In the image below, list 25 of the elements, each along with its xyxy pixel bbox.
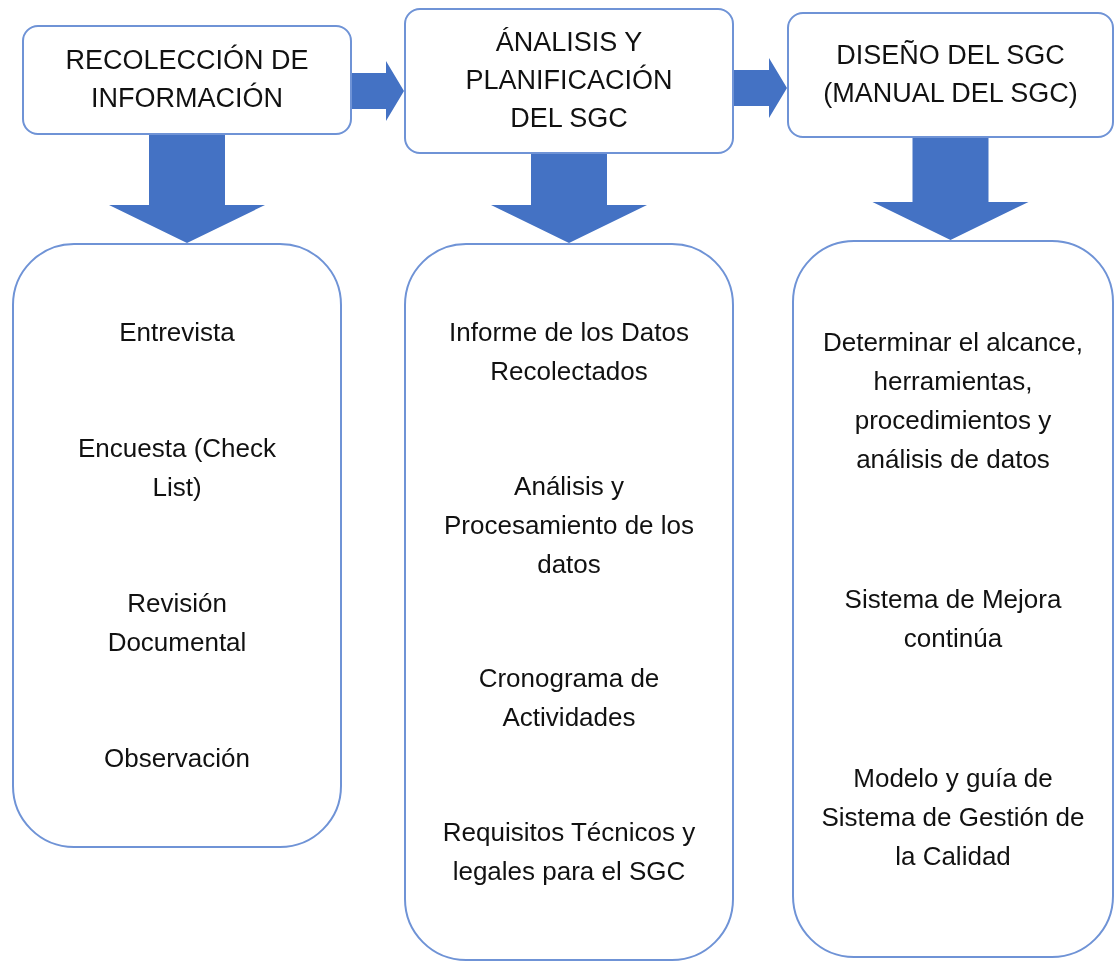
activity-panel [404,243,734,961]
block-arrow [734,58,787,118]
activity-text: Informe de los Datos Recolectados [448,315,690,388]
activity-text: Observación [104,741,250,775]
activity-text: Sistema de Mejora continúa [843,582,1063,655]
activity-text: Análisis y Procesamiento de los datos [443,469,695,581]
activity-panel [792,240,1114,958]
activity-panel [12,243,342,848]
stage-title: DISEÑO DEL SGC (MANUAL DEL SGC) [822,39,1079,110]
block-arrow [109,135,265,243]
stage-title: ÁNALISIS Y PLANIFICACIÓN DEL SGC [464,26,674,135]
activity-text: Modelo y guía de Sistema de Gestión de la Calidad [820,761,1086,873]
stage-box [787,12,1114,138]
activity-text: Determinar el alcance, herramientas, procedimientos y análisis de datos [821,325,1085,476]
block-arrow [491,154,647,243]
stage-box [22,25,352,135]
stage-title: RECOLECCIÓN DE INFORMACIÓN [64,43,310,115]
block-arrow [872,138,1029,240]
activity-text: Cronograma de Actividades [477,662,661,735]
stage-box [404,8,734,154]
activity-text: Entrevista [119,316,235,350]
activity-text: Encuesta (Check List) [77,432,277,505]
activity-text: Requisitos Técnicos y legales para el SGC [441,816,697,889]
activity-text: Revisión Documental [106,586,248,659]
block-arrow [352,61,404,121]
